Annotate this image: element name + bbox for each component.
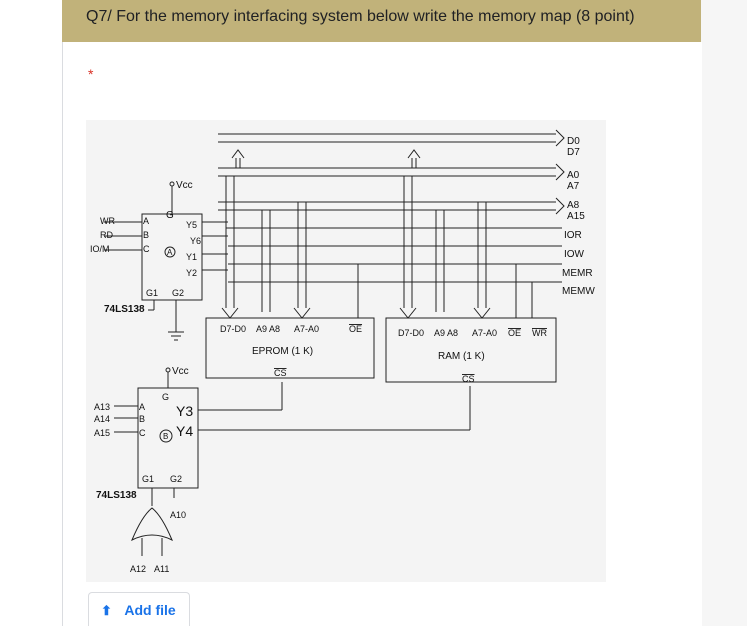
- ram-cs: CS: [462, 374, 475, 384]
- decoder-b-input-a14: A14: [94, 414, 110, 424]
- bus-label-ior: IOR: [564, 230, 582, 241]
- decoder-a-circle-label: A: [167, 248, 173, 257]
- decoder-a-vcc: Vcc: [176, 180, 193, 191]
- bus-label-memr: MEMR: [562, 268, 593, 279]
- decoder-b-g1: G1: [142, 474, 154, 484]
- decoder-a-output-y2: Y2: [186, 268, 197, 278]
- decoder-b-input-a10: A10: [170, 510, 186, 520]
- decoder-a-input-rd: RD: [100, 230, 113, 240]
- decoder-a-output-y1: Y1: [186, 252, 197, 262]
- ram-name: RAM (1 K): [438, 351, 485, 362]
- eprom-cs: CS: [274, 368, 287, 378]
- decoder-b-enable: G: [162, 392, 169, 402]
- decoder-a-pin-c: C: [143, 244, 150, 254]
- decoder-b-circle-label: B: [163, 432, 168, 441]
- bus-label-d0: D0: [567, 136, 580, 147]
- decoder-a-g2: G2: [172, 288, 184, 298]
- eprom-pin-a7-a0: A7-A0: [294, 324, 319, 334]
- add-file-button[interactable]: ⬆ Add file: [88, 592, 190, 626]
- bus-label-a8: A8: [567, 200, 580, 211]
- add-file-label: Add file: [124, 602, 176, 618]
- decoder-b-part: 74LS138: [96, 490, 137, 501]
- bus-label-a0: A0: [567, 170, 580, 181]
- decoder-b-output-y3: Y3: [176, 403, 193, 419]
- left-margin: [0, 0, 62, 626]
- required-marker: *: [88, 66, 94, 82]
- decoder-a-input-wr: WR: [100, 216, 115, 226]
- question-title: Q7/ For the memory interfacing system be…: [62, 0, 701, 42]
- decoder-a-pin-a: A: [143, 216, 149, 226]
- decoder-b-g2: G2: [170, 474, 182, 484]
- circuit-svg: D0 D7 A0 A7 A8 A15 IOR IOW MEMR MEMW Vcc…: [90, 129, 595, 574]
- decoder-b-input-a13: A13: [94, 402, 110, 412]
- right-margin: [700, 0, 747, 626]
- or-gate-input-a12: A12: [130, 564, 146, 574]
- bus-label-iow: IOW: [564, 249, 585, 260]
- decoder-b-pin-c: C: [139, 428, 146, 438]
- decoder-a-enable: G: [166, 210, 174, 221]
- ram-pin-oe: OE: [508, 328, 521, 338]
- decoder-a-input-iom: IO/M: [90, 244, 110, 254]
- upload-icon: ⬆: [101, 603, 112, 618]
- eprom-name: EPROM (1 K): [252, 346, 313, 357]
- decoder-b-output-y4: Y4: [176, 423, 193, 439]
- eprom-pin-d7-d0: D7-D0: [220, 324, 246, 334]
- decoder-a-pin-b: B: [143, 230, 149, 240]
- decoder-b-pin-b: B: [139, 414, 145, 424]
- bus-label-d7: D7: [567, 147, 580, 158]
- decoder-b-vcc: Vcc: [172, 366, 189, 377]
- decoder-b-pin-a: A: [139, 402, 145, 412]
- ram-pin-a9-a8: A9 A8: [434, 328, 458, 338]
- eprom-pin-oe: OE: [349, 324, 362, 334]
- bus-label-a15: A15: [567, 211, 585, 222]
- decoder-a-g1: G1: [146, 288, 158, 298]
- ram-pin-d7-d0: D7-D0: [398, 328, 424, 338]
- decoder-b-input-a15: A15: [94, 428, 110, 438]
- ram-pin-a7-a0: A7-A0: [472, 328, 497, 338]
- ram-pin-wr: WR: [532, 328, 547, 338]
- decoder-a-part: 74LS138: [104, 304, 145, 315]
- bus-label-a7: A7: [567, 181, 580, 192]
- eprom-pin-a9-a8: A9 A8: [256, 324, 280, 334]
- or-gate-input-a11: A11: [154, 564, 169, 574]
- bus-label-memw: MEMW: [562, 286, 595, 297]
- decoder-a-output-y5: Y5: [186, 220, 197, 230]
- memory-interfacing-diagram: D0 D7 A0 A7 A8 A15 IOR IOW MEMR MEMW Vcc…: [86, 120, 606, 582]
- decoder-a-output-y6: Y6: [190, 236, 201, 246]
